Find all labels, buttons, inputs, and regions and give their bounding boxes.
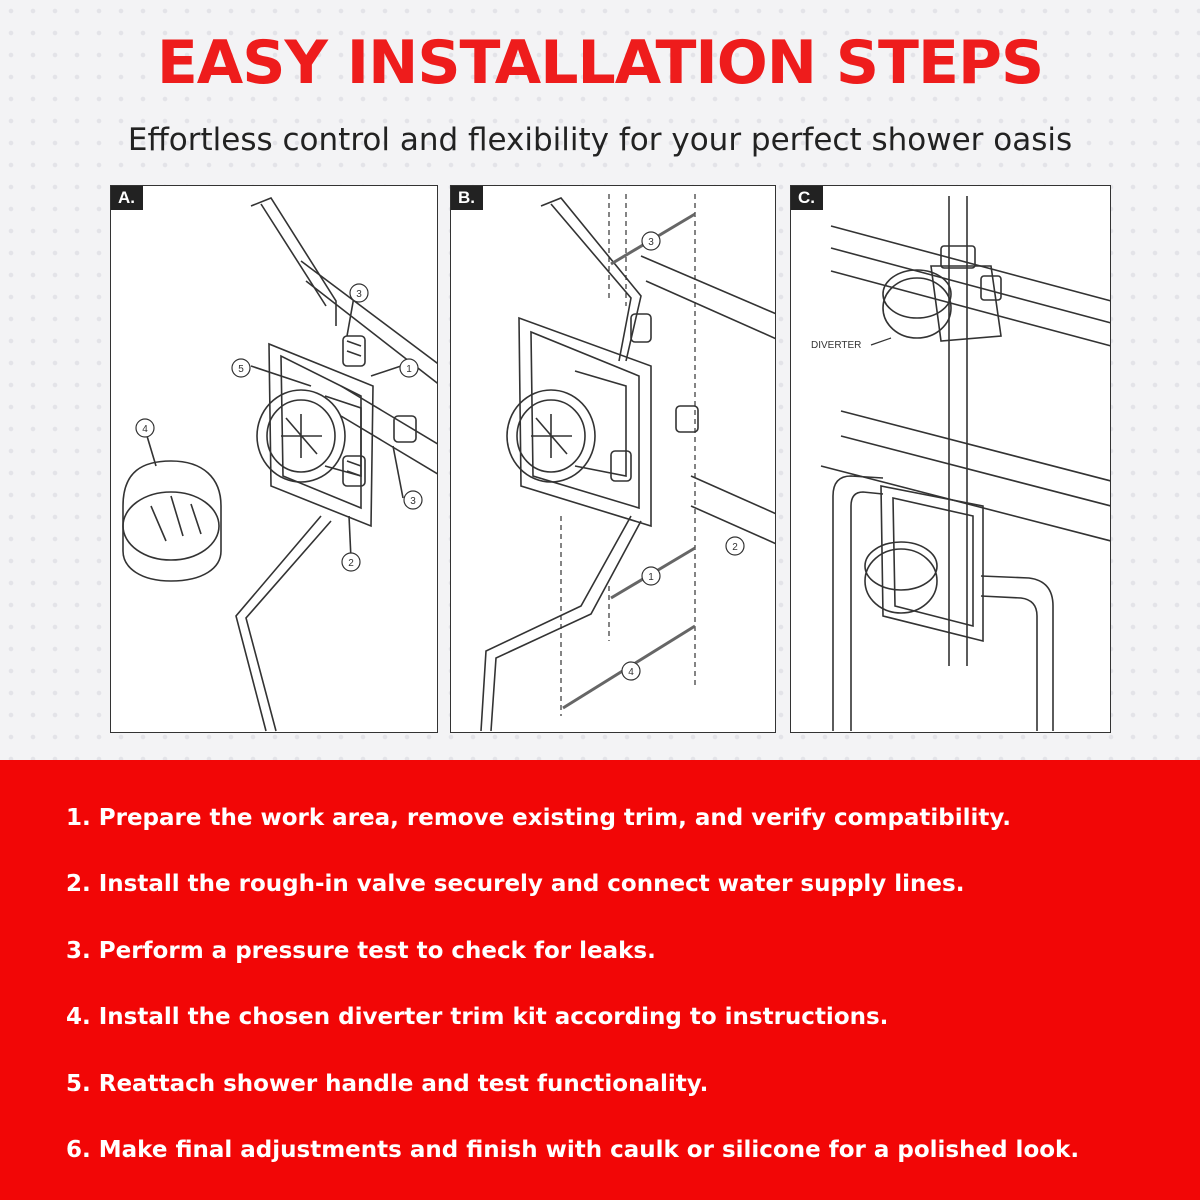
diagram-panel-a: A. (110, 185, 438, 733)
step-4: 4. Install the chosen diverter trim kit … (66, 1004, 889, 1031)
step-1: 1. Prepare the work area, remove existin… (66, 805, 1012, 831)
page-title: EASY INSTALLATION STEPS (156, 28, 1044, 98)
installation-steps-list: 1. Prepare the work area, remove existin… (66, 800, 1079, 1198)
callout-a-3-top: 3 (356, 289, 362, 300)
panel-label-c: C. (791, 186, 823, 210)
diagram-panel-b: B. (450, 185, 776, 733)
callout-b-1: 1 (648, 572, 654, 583)
callout-a-1: 1 (406, 364, 412, 375)
step-5: 5. Reattach shower handle and test funct… (66, 1070, 709, 1097)
diagram-panel-c: C. (790, 185, 1111, 733)
step-2: 2. Install the rough-in valve securely a… (66, 871, 965, 898)
steps-section (0, 760, 1200, 1200)
panel-a-illustration: 3 1 5 3 2 4 (122, 197, 437, 732)
callout-a-4: 4 (142, 424, 148, 435)
callout-b-3: 3 (648, 237, 654, 248)
callout-b-4: 4 (628, 667, 634, 678)
callout-a-3-bottom: 3 (410, 496, 416, 507)
panel-b-illustration: 3 1 4 2 (480, 194, 775, 732)
page-subtitle: Effortless control and flexibility for y… (127, 122, 1073, 158)
step-6: 6. Make final adjustments and finish wit… (66, 1136, 1080, 1163)
callout-a-2: 2 (348, 558, 354, 569)
panel-label-a: A. (111, 186, 143, 210)
panel-label-b: B. (451, 186, 483, 210)
callout-b-2: 2 (732, 542, 738, 553)
step-3: 3. Perform a pressure test to check for … (66, 937, 656, 964)
callout-a-5: 5 (238, 364, 244, 375)
diverter-label: DIVERTER (811, 340, 861, 351)
panel-c-illustration: DIVERTER (811, 196, 1110, 731)
